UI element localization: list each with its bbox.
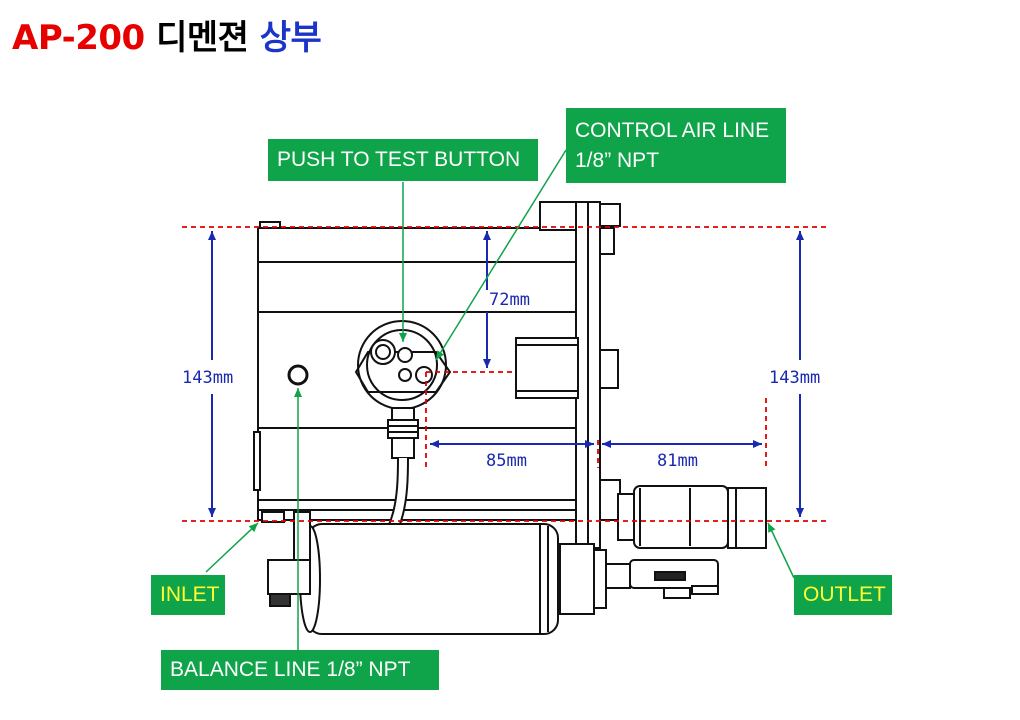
callout-inlet-label: INLET: [160, 583, 220, 606]
page-title: AP-200 디멘젼 상부: [12, 10, 322, 59]
outlet-valve: [605, 485, 767, 599]
callout-balance-line: BALANCE LINE 1/8” NPT: [161, 650, 439, 690]
dim-center-offset: 85mm: [486, 451, 527, 471]
callout-inlet: INLET: [151, 575, 225, 615]
callout-control-air-line: CONTROL AIR LINE 1/8” NPT: [566, 108, 786, 183]
callout-control-air-line-2: 1/8” NPT: [575, 148, 660, 172]
dim-height-right: 143mm: [769, 368, 820, 388]
callout-outlet: OUTLET: [794, 575, 892, 615]
dim-height-left: 143mm: [182, 368, 233, 388]
guide-lines: [182, 226, 830, 522]
callout-push-to-test-label: PUSH TO TEST BUTTON: [277, 148, 521, 171]
callout-control-air-line-1: CONTROL AIR LINE: [575, 118, 770, 142]
pilot-head: [354, 320, 452, 459]
callout-push-to-test: PUSH TO TEST BUTTON: [268, 139, 538, 181]
callout-outlet-label: OUTLET: [803, 583, 886, 606]
leader-lines: [205, 149, 795, 650]
title-model: AP-200: [12, 18, 145, 58]
title-word: 디멘젼: [156, 18, 249, 58]
dim-top-offset: 72mm: [489, 290, 530, 310]
title-position: 상부: [259, 18, 322, 58]
balance-port: [287, 364, 309, 386]
callout-balance-line-label: BALANCE LINE 1/8” NPT: [170, 658, 411, 681]
filter-cylinder: [267, 511, 607, 635]
dim-outlet-length: 81mm: [657, 451, 698, 471]
dimension-lines: [208, 231, 804, 517]
